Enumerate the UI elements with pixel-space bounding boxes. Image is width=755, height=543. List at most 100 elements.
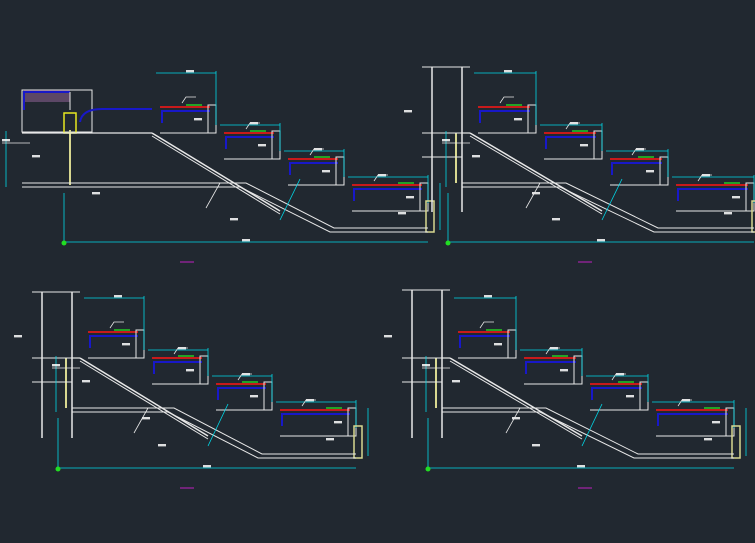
riser-box (135, 329, 145, 359)
leader-line (301, 399, 316, 407)
end-wall (425, 200, 435, 233)
annotation-label (384, 335, 392, 338)
annotation-label (404, 110, 412, 113)
rebar-line (23, 91, 70, 110)
stair-slope-lower (449, 360, 583, 440)
annotation-label (422, 364, 430, 367)
annotation-label (52, 364, 60, 367)
stair-section-detail-top-left (2, 70, 441, 263)
ground-line-bottom (462, 186, 754, 233)
annotation-label (398, 212, 406, 215)
rebar-line (217, 387, 266, 400)
ground-line-top (442, 407, 734, 455)
rebar-line (677, 188, 748, 201)
leader-line (677, 399, 692, 407)
stair-section-detail-bottom-right (384, 289, 747, 489)
end-wall (751, 200, 755, 233)
annotation-label (472, 155, 480, 158)
annotation-label (203, 465, 211, 468)
annotation-label (230, 218, 238, 221)
leader-line (109, 321, 124, 329)
annotation-label (194, 118, 202, 121)
annotation-label (646, 170, 654, 173)
leader-line (479, 321, 494, 329)
annotation-label (577, 465, 585, 468)
leader-line (601, 178, 623, 221)
leader-line (499, 96, 514, 104)
annotation-label (452, 380, 460, 383)
riser-box (507, 329, 517, 359)
annotation-label (326, 438, 334, 441)
annotation-label (14, 335, 22, 338)
stair-slope-lower (79, 360, 209, 440)
annotation-label (512, 417, 520, 420)
rebar-line (479, 110, 530, 123)
annotation-label (597, 239, 605, 242)
leader-line (545, 347, 560, 355)
riser-box (271, 130, 281, 160)
riser-box (639, 381, 649, 411)
riser-box (419, 182, 429, 212)
rebar-line (79, 108, 152, 123)
rebar-line (289, 162, 338, 175)
leader-line (245, 122, 260, 130)
ground-line-bottom (22, 186, 428, 233)
rebar-line (89, 335, 138, 348)
annotation-label (732, 196, 740, 199)
annotation-label (580, 144, 588, 147)
datum-point (445, 240, 451, 246)
riser-box (263, 381, 273, 411)
stair-section-detail-bottom-left (14, 291, 369, 489)
annotation-label (32, 155, 40, 158)
annotation-label (712, 421, 720, 424)
annotation-label (626, 395, 634, 398)
leader-line (581, 403, 603, 447)
ground-line-bottom (442, 411, 734, 459)
leader-line (525, 182, 541, 209)
datum-point (425, 466, 431, 472)
leader-line (237, 373, 252, 381)
riser-box (745, 182, 755, 212)
annotation-label (122, 343, 130, 346)
annotation-label (560, 369, 568, 372)
riser-box (527, 104, 537, 134)
end-wall (731, 425, 741, 459)
riser-box (335, 156, 345, 186)
stair-section-detail-top-right (404, 66, 755, 263)
annotation-label (406, 196, 414, 199)
rebar-line (591, 387, 642, 400)
rebar-line (525, 361, 576, 374)
ground-line-top (22, 182, 428, 229)
stair-slope-upper (469, 132, 603, 212)
annotation-label (92, 192, 100, 195)
annotation-label (532, 444, 540, 447)
annotation-label (258, 144, 266, 147)
riser-box (199, 355, 209, 385)
rebar-line (459, 335, 510, 348)
annotation-label (158, 444, 166, 447)
stair-slope-lower (151, 135, 281, 215)
leader-line (697, 174, 712, 182)
stair-slope-upper (151, 132, 281, 212)
annotation-label (484, 295, 492, 298)
annotation-label (724, 212, 732, 215)
rebar-line (153, 361, 202, 374)
riser-box (593, 130, 603, 160)
annotation-label (322, 170, 330, 173)
riser-box (725, 407, 735, 437)
rebar-line (353, 188, 422, 201)
annotation-label (704, 438, 712, 441)
annotation-label (552, 218, 560, 221)
annotation-label (186, 70, 194, 73)
riser-box (659, 156, 669, 186)
rebar-line (161, 110, 210, 123)
stair-slope-upper (449, 357, 583, 437)
leader-line (565, 122, 580, 130)
annotation-label (442, 139, 450, 142)
annotation-label (504, 70, 512, 73)
leader-line (309, 148, 324, 156)
rebar-line (657, 413, 728, 426)
annotation-label (514, 118, 522, 121)
riser-box (347, 407, 357, 437)
